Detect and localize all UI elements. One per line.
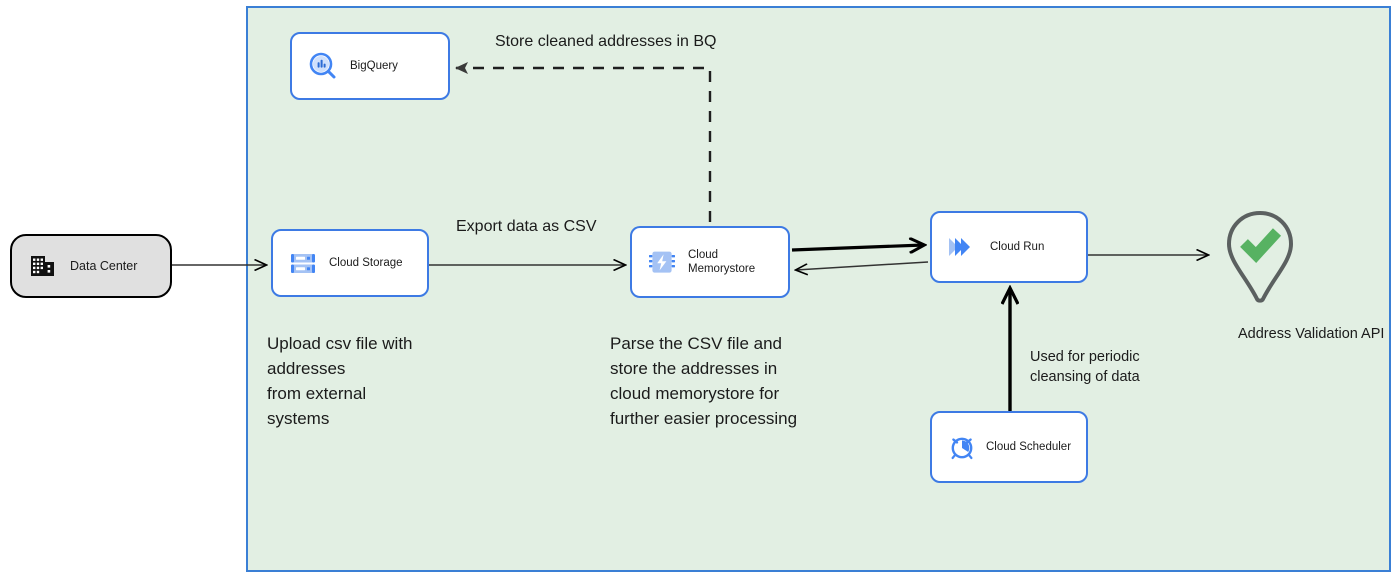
annotation-upload-csv-note: Upload csv file with addresses from exte… [267, 334, 413, 428]
cloud-storage-icon [289, 249, 317, 277]
node-cloud-run[interactable]: Cloud Run [930, 211, 1088, 283]
google-cloud-zone-container [246, 6, 1391, 572]
node-label-cloud-memorystore: Cloud Memorystore [688, 249, 756, 275]
annotation-store-cleaned-addresses: Store cleaned addresses in BQ [495, 33, 717, 50]
node-address-validation-api[interactable] [1215, 207, 1305, 307]
node-cloud-memorystore[interactable]: Cloud Memorystore [630, 226, 790, 298]
node-cloud-scheduler[interactable]: Cloud Scheduler [930, 411, 1088, 483]
node-cloud-storage[interactable]: Cloud Storage [271, 229, 429, 297]
node-label-cloud-storage: Cloud Storage [329, 257, 403, 269]
annotation-parse-csv-note: Parse the CSV file and store the address… [610, 334, 798, 428]
map-pin-check-icon [1226, 210, 1294, 303]
node-data-center[interactable]: Data Center [10, 234, 172, 298]
cloud-scheduler-icon [948, 433, 976, 461]
cloud-run-icon [946, 232, 980, 262]
node-label-bigquery: BigQuery [350, 60, 398, 72]
annotation-export-data-as-csv: Export data as CSV [456, 218, 597, 235]
data-center-icon [30, 253, 56, 279]
node-label-cloud-run: Cloud Run [990, 241, 1045, 253]
bigquery-icon [308, 51, 338, 81]
node-bigquery[interactable]: BigQuery [290, 32, 450, 100]
node-label-address-validation-api: Address Validation API [1238, 326, 1385, 342]
annotation-scheduler-note: Used for periodic cleansing of data [1030, 349, 1140, 385]
node-label-data-center: Data Center [70, 259, 138, 273]
cloud-memorystore-icon [648, 248, 676, 276]
node-label-cloud-scheduler: Cloud Scheduler [986, 441, 1072, 453]
